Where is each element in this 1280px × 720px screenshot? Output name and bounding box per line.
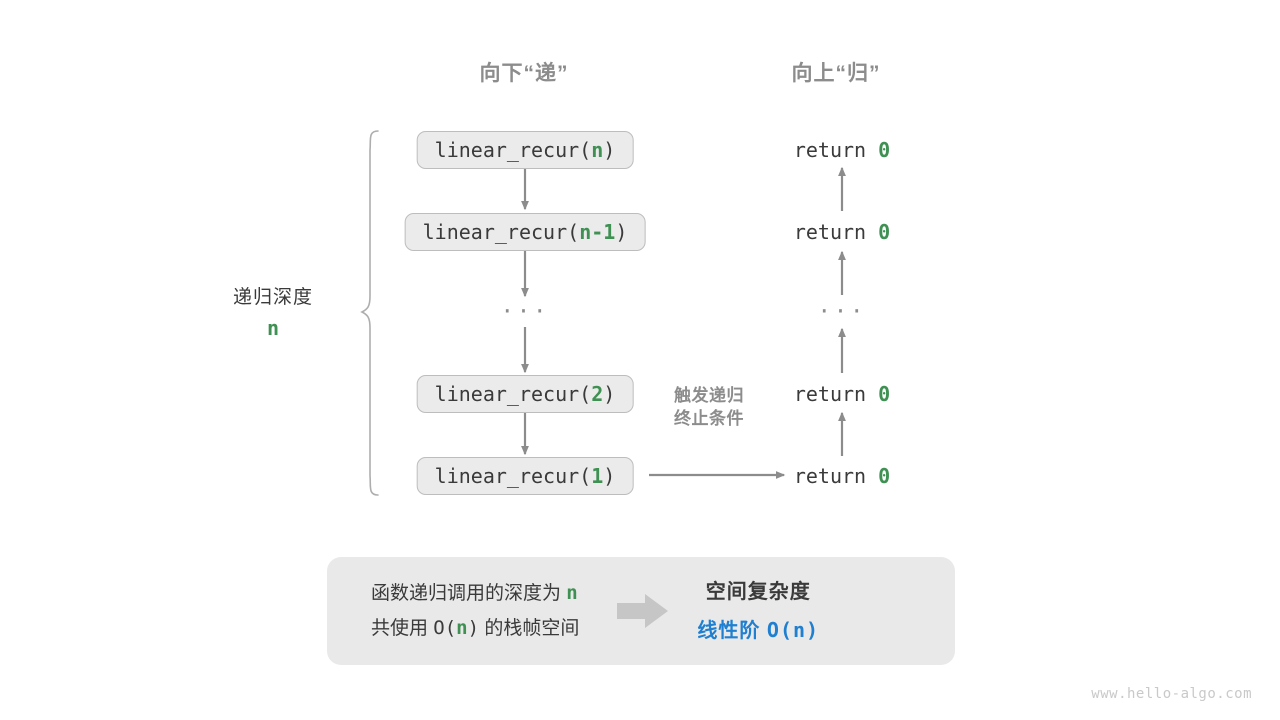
call-suffix: ) [615, 220, 628, 244]
call-suffix: ) [603, 382, 616, 406]
call-box-n-minus-1[interactable]: linear_recur(n-1) [404, 213, 646, 251]
summary-line2-close: ) [467, 617, 480, 639]
return-keyword: return [793, 382, 867, 406]
return-ellipsis: ··· [817, 299, 867, 325]
call-arg: 1 [591, 464, 604, 488]
return-line-n-minus-1: return 0 [794, 220, 890, 244]
return-line-2: return 0 [794, 382, 890, 406]
return-keyword: return [793, 138, 867, 162]
summary-line1-n: n [566, 581, 578, 604]
return-value: 0 [878, 382, 891, 406]
recursion-depth-value: n [266, 316, 280, 340]
summary-line-1: 函数递归调用的深度为 n [371, 576, 579, 611]
implies-arrow-icon [615, 591, 671, 631]
call-suffix: ) [603, 464, 616, 488]
call-box-n[interactable]: linear_recur(n) [416, 131, 634, 169]
header-descend: 向下“递” [479, 62, 569, 85]
site-watermark: www.hello-algo.com [1091, 686, 1252, 702]
complexity-value: 线性阶 O(n) [697, 614, 819, 647]
call-arg: 2 [591, 382, 604, 406]
call-arg: n [591, 138, 604, 162]
return-value: 0 [878, 138, 891, 162]
complexity-summary-panel: 函数递归调用的深度为 n 共使用 O(n) 的栈帧空间 空间复杂度 线性阶 O(… [327, 557, 955, 665]
summary-description: 函数递归调用的深度为 n 共使用 O(n) 的栈帧空间 [327, 576, 579, 646]
depth-brace-icon [360, 130, 379, 496]
summary-line-2: 共使用 O(n) 的栈帧空间 [371, 611, 579, 646]
summary-line2-tail: 的栈帧空间 [479, 618, 580, 639]
call-ellipsis: ··· [500, 299, 550, 325]
complexity-result: 空间复杂度 线性阶 O(n) [697, 576, 819, 647]
summary-line2-o: O( [433, 617, 457, 639]
call-suffix: ) [603, 138, 616, 162]
call-prefix: linear_recur( [422, 220, 580, 244]
summary-line2-text: 共使用 [371, 618, 434, 639]
return-keyword: return [793, 464, 867, 488]
call-box-1[interactable]: linear_recur(1) [416, 457, 634, 495]
summary-line2-n: n [456, 617, 468, 639]
complexity-value-zh: 线性阶 [697, 619, 767, 642]
call-arg: n-1 [579, 220, 616, 244]
call-prefix: linear_recur( [434, 464, 592, 488]
complexity-value-notation: O(n) [766, 617, 820, 642]
recursion-depth-text: 递归深度 [232, 287, 314, 308]
return-value: 0 [878, 220, 891, 244]
return-line-n: return 0 [794, 138, 890, 162]
return-keyword: return [793, 220, 867, 244]
recursion-depth-label: 递归深度 n [233, 282, 313, 340]
termination-condition-note: 触发递归 终止条件 [674, 385, 744, 431]
complexity-title: 空间复杂度 [705, 580, 811, 603]
termination-note-line2: 终止条件 [674, 408, 744, 428]
summary-line1-text: 函数递归调用的深度为 [371, 582, 567, 604]
call-prefix: linear_recur( [434, 382, 592, 406]
return-line-1: return 0 [794, 464, 890, 488]
return-value: 0 [878, 464, 891, 488]
call-box-2[interactable]: linear_recur(2) [416, 375, 634, 413]
header-ascend: 向上“归” [791, 62, 881, 85]
call-prefix: linear_recur( [434, 138, 592, 162]
termination-note-line1: 触发递归 [674, 386, 744, 405]
